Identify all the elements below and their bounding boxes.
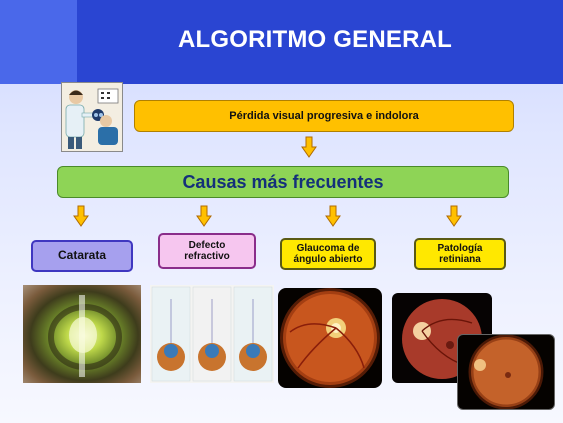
arrow-down-icon bbox=[301, 136, 317, 158]
doctor-eye-exam-illustration bbox=[61, 82, 123, 152]
cause-label-line2: refractivo bbox=[184, 251, 230, 262]
arrow-down-icon bbox=[325, 205, 341, 227]
cause-label-line2: ángulo abierto bbox=[293, 254, 363, 265]
refractive-error-diagram bbox=[150, 285, 274, 383]
arrow-down-icon bbox=[446, 205, 462, 227]
slide-title: ALGORITMO GENERAL bbox=[177, 26, 453, 53]
header-accent bbox=[0, 0, 77, 84]
cause-label-line1: Defecto bbox=[188, 239, 226, 251]
cause-label: Catarata bbox=[57, 248, 107, 263]
arrow-down-icon bbox=[73, 205, 89, 227]
cause-cataract-box: Catarata bbox=[31, 240, 133, 272]
cause-refractive-box: Defecto refractivo bbox=[158, 233, 256, 269]
frequent-causes-box: Causas más frecuentes bbox=[57, 166, 509, 198]
cause-label-line1: Patología bbox=[437, 242, 483, 254]
main-symptom-box: Pérdida visual progresiva e indolora bbox=[134, 100, 514, 132]
retina-fundus-photo bbox=[457, 334, 555, 410]
cause-glaucoma-box: Glaucoma de ángulo abierto bbox=[280, 238, 376, 270]
glaucoma-fundus-photo bbox=[278, 288, 382, 388]
cause-label-line1: Glaucoma de bbox=[296, 242, 360, 254]
arrow-down-icon bbox=[196, 205, 212, 227]
cause-label-line2: retiniana bbox=[439, 254, 481, 265]
header-bar bbox=[0, 0, 563, 84]
cataract-eye-photo bbox=[23, 285, 141, 383]
cause-retinal-box: Patología retiniana bbox=[414, 238, 506, 270]
